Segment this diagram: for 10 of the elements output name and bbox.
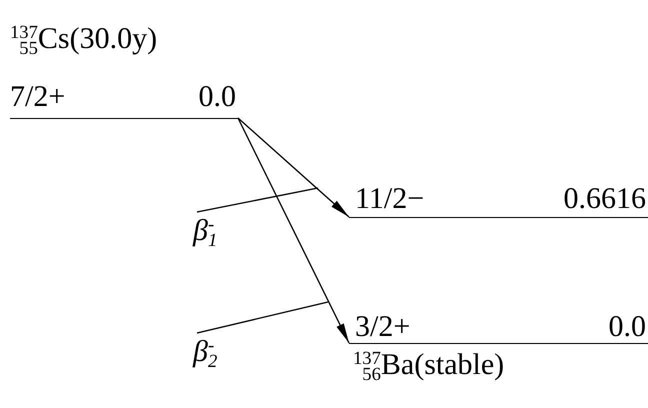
energy-label: 0.0 [608, 312, 646, 342]
spin-parity-label: 3/2+ [355, 312, 410, 342]
energy-label: 0.0 [198, 82, 236, 112]
leader-line [196, 187, 318, 213]
decay-arrow [237, 118, 350, 344]
decay-arrow [238, 118, 350, 218]
spin-parity-label: 11/2− [355, 184, 424, 214]
energy-label: 0.6616 [564, 184, 646, 214]
leader-line [196, 301, 328, 334]
spin-parity-label: 7/2+ [10, 82, 66, 112]
